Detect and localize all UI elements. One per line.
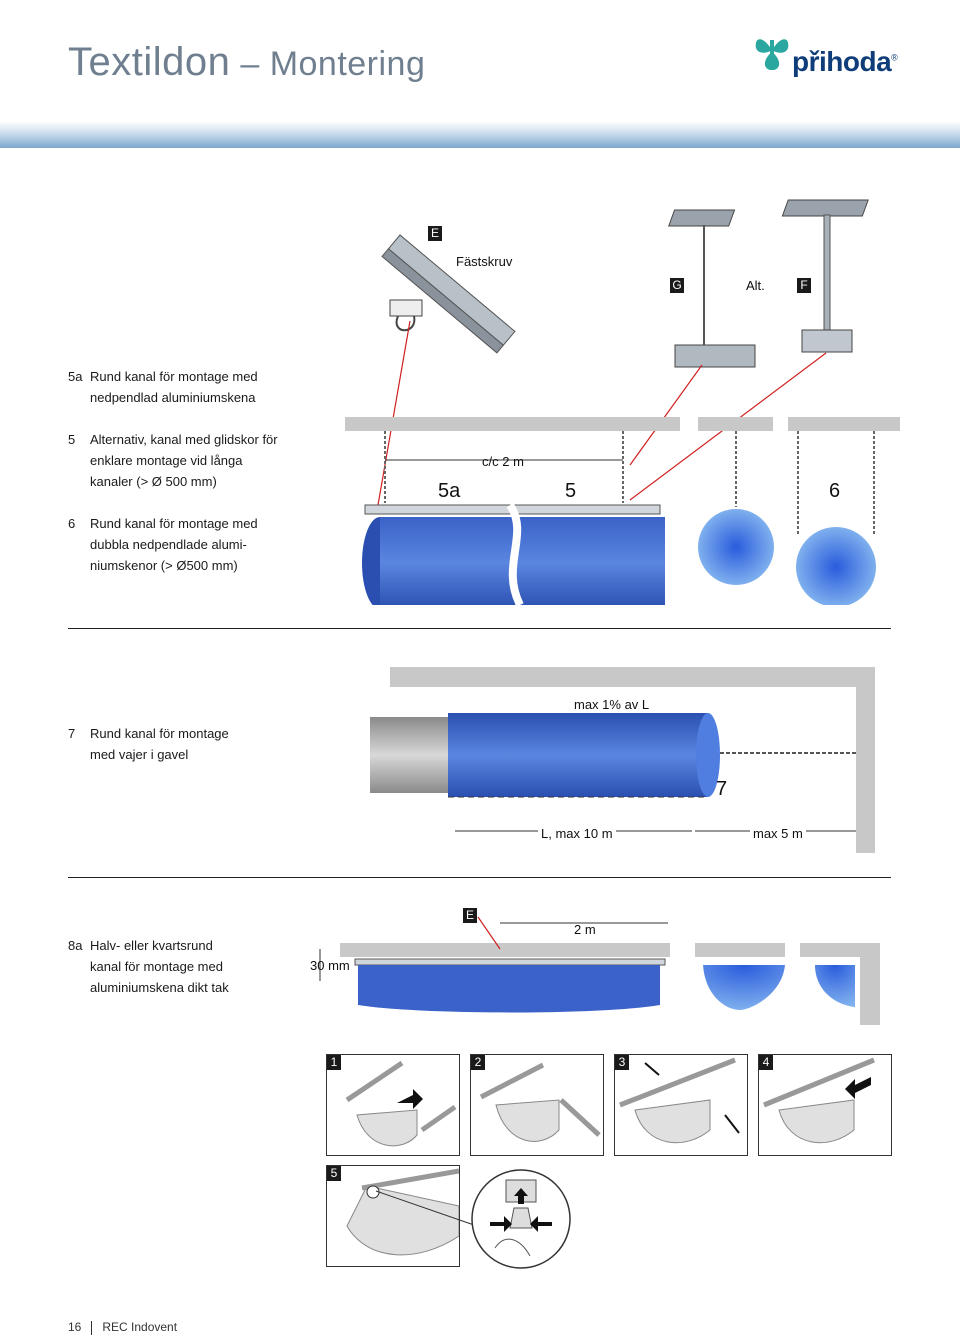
ceiling-plate (668, 209, 736, 227)
title-main: Textildon (68, 40, 231, 84)
brand-registered: ® (891, 52, 898, 63)
panel-3: 3 (614, 1054, 748, 1156)
rail-f (801, 329, 853, 353)
label-2m: 2 m (574, 922, 596, 937)
label-5a: 5a (438, 480, 461, 502)
figure-suspended-duct (345, 199, 900, 605)
label-6: 6 (829, 480, 841, 502)
label-alt: Alt. (746, 278, 765, 293)
badge-e: E (428, 226, 442, 241)
step-5a: 5a Rund kanal för montage med nedpendlad … (68, 366, 290, 408)
page-title: Textildon – Montering (68, 40, 425, 85)
label-30mm: 30 mm (310, 958, 350, 973)
page-number: 16 (68, 1320, 82, 1334)
badge-f: F (797, 278, 811, 293)
panel-number: 3 (615, 1055, 629, 1070)
step-text: Halv- eller kvartsrund kanal för montage… (90, 938, 229, 995)
label-cc: c/c 2 m (482, 454, 524, 469)
panel-number: 4 (759, 1055, 773, 1070)
label-fastskruv: Fästskruv (456, 254, 513, 269)
page-footer: 16 REC Indovent (68, 1320, 177, 1335)
step-text: Alternativ, kanal med glidskor för enkla… (90, 432, 278, 489)
panel-4: 4 (758, 1054, 892, 1156)
brand-logo-icon (755, 39, 789, 70)
document-name: REC Indovent (102, 1320, 178, 1334)
step-5: 5 Alternativ, kanal med glidskor för enkl… (68, 429, 280, 492)
label-max5: max 5 m (750, 826, 806, 841)
rail-profile-icon (389, 299, 423, 317)
label-7: 7 (716, 778, 728, 800)
step-number: 5a (68, 369, 83, 384)
title-subtitle: Montering (269, 45, 426, 83)
panel-2: 2 (470, 1054, 604, 1156)
panel-1: 1 (326, 1054, 460, 1156)
brand-text: přihoda (792, 46, 892, 77)
footer-separator (91, 1320, 93, 1335)
duct-quarter-round (815, 965, 855, 1007)
duct-wire-body (448, 713, 708, 797)
step-7: 7 Rund kanal för montage med vajer i gave… (68, 723, 240, 765)
step-number: 5 (68, 432, 76, 447)
duct-half-round (703, 965, 785, 1010)
section-divider-2 (68, 877, 891, 878)
header-band (0, 0, 960, 148)
brand-name: přihoda® (792, 46, 898, 78)
panel-1-illustration (345, 1060, 457, 1147)
title-separator: – (230, 45, 270, 83)
panel-4-illustration (763, 1057, 875, 1144)
panel-number: 5 (327, 1166, 341, 1181)
step-text: Rund kanal för montage med vajer i gavel (90, 726, 229, 762)
detail-callout (375, 1190, 475, 1226)
section-divider (68, 628, 891, 629)
label-max-sag: max 1% av L (574, 697, 650, 712)
panel-2-illustration (479, 1062, 601, 1142)
panel-number: 1 (327, 1055, 341, 1070)
ceiling-plate-f (781, 199, 869, 217)
duct-half-long (358, 965, 660, 1013)
step-6: 6 Rund kanal för montage med dubbla nedpe… (68, 513, 265, 576)
step-number: 7 (68, 726, 76, 741)
label-5: 5 (565, 480, 577, 502)
panel-5-illustration (346, 1168, 459, 1256)
clip-detail-icon (471, 1169, 571, 1269)
step-text: Rund kanal för montage med dubbla nedpen… (90, 516, 258, 573)
duct-round-6 (796, 527, 876, 605)
duct-round-5 (698, 509, 774, 585)
duct-body (380, 517, 665, 605)
figure-wire-duct (370, 667, 875, 853)
rail-g (674, 344, 756, 368)
badge-e-2: E (463, 908, 477, 923)
panel-number: 2 (471, 1055, 485, 1070)
step-number: 8a (68, 938, 83, 953)
step-number: 6 (68, 516, 76, 531)
badge-g: G (670, 278, 684, 293)
step-text: Rund kanal för montage med nedpendlad al… (90, 369, 258, 405)
step-8a: 8a Halv- eller kvartsrund kanal för monta… (68, 935, 240, 998)
panel-3-illustration (619, 1057, 740, 1144)
rail-detail (381, 234, 516, 354)
figure-half-duct (319, 916, 880, 1025)
panel-5: 5 (326, 1165, 460, 1267)
label-length: L, max 10 m (538, 826, 616, 841)
